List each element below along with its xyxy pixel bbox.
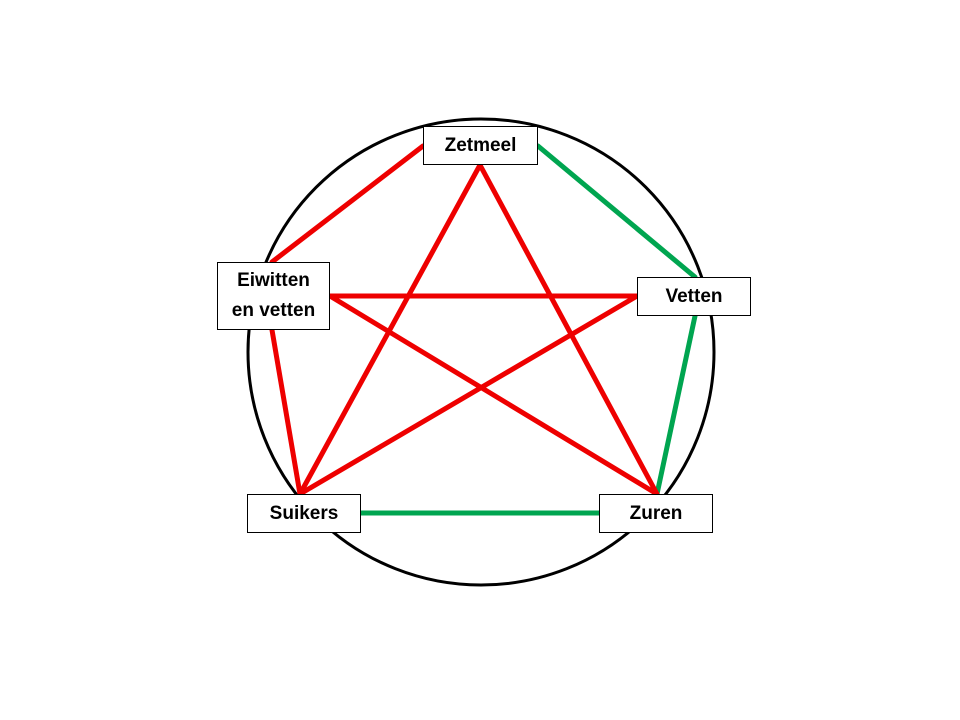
node-suikers: Suikers bbox=[247, 494, 361, 533]
node-zetmeel: Zetmeel bbox=[423, 126, 538, 165]
node-vetten: Vetten bbox=[637, 277, 751, 316]
node-zetmeel-label: Zetmeel bbox=[444, 134, 517, 156]
connection-suikers-eiwitten bbox=[269, 327, 303, 497]
node-vetten-label: Vetten bbox=[665, 285, 723, 307]
connection-lines bbox=[269, 143, 698, 516]
node-eiwitten-en-vetten: Eiwitten en vetten bbox=[217, 262, 330, 330]
connection-zetmeel-zuren bbox=[477, 162, 660, 497]
node-zuren-label: Zuren bbox=[629, 502, 683, 524]
connection-vetten-suikers bbox=[297, 293, 640, 497]
node-eiwitten-label-line1: Eiwitten bbox=[237, 270, 310, 291]
connection-zetmeel-vetten bbox=[535, 143, 698, 280]
node-zuren: Zuren bbox=[599, 494, 713, 533]
node-eiwitten-label-line2: en vetten bbox=[231, 300, 316, 321]
outer-circle bbox=[246, 117, 716, 587]
connection-vetten-zuren bbox=[654, 313, 698, 497]
connection-eiwitten-zuren bbox=[327, 293, 660, 497]
connection-eiwitten-zetmeel bbox=[269, 143, 426, 265]
node-suikers-label: Suikers bbox=[269, 502, 339, 524]
